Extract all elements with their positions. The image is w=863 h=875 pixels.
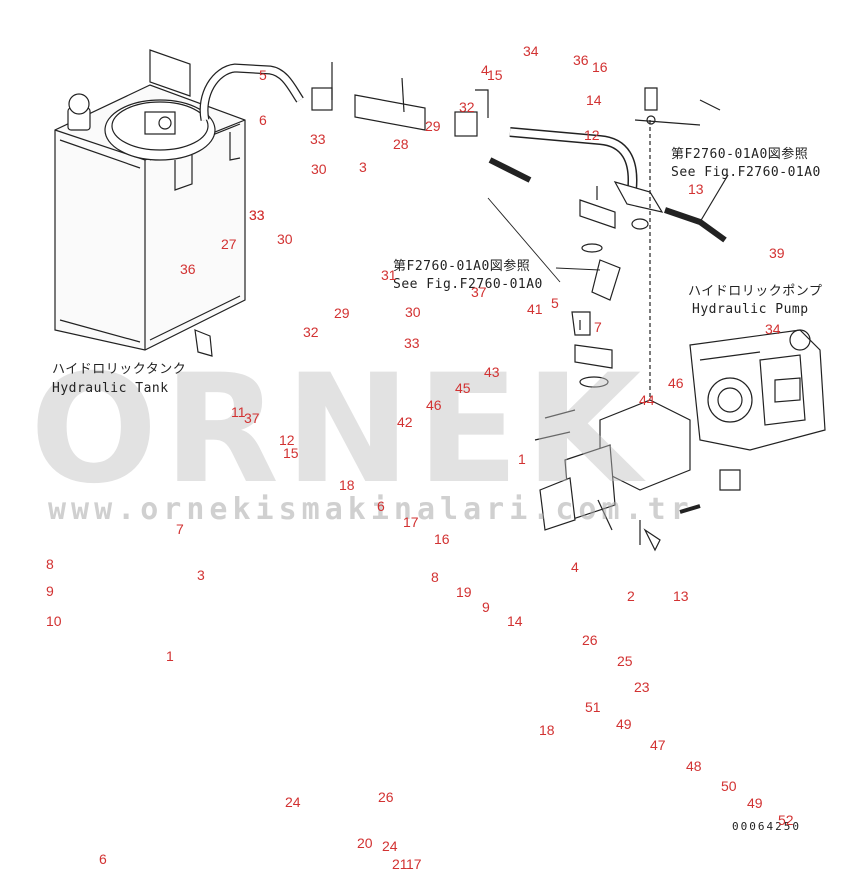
- callout-label: 28: [393, 136, 409, 152]
- callout-label: 2: [627, 588, 635, 604]
- callout-label: 8: [46, 556, 54, 572]
- callout-label: 15: [283, 445, 299, 461]
- callout-label: 42: [397, 414, 413, 430]
- callout-label: 51: [585, 699, 601, 715]
- callout-label: 23: [634, 679, 650, 695]
- callout-label: 19: [456, 584, 472, 600]
- callout-label: 33: [249, 207, 265, 223]
- reference-note-2-en: See Fig.F2760-01A0: [393, 277, 543, 292]
- callout-label: 14: [586, 92, 602, 108]
- pressure-pipe-drawing: [487, 87, 729, 400]
- callout-label: 26: [378, 789, 394, 805]
- callout-label: 46: [426, 397, 442, 413]
- callout-label: 21: [392, 856, 408, 872]
- callout-label: 27: [221, 236, 237, 252]
- callout-label: 36: [573, 52, 589, 68]
- callout-label: 47: [650, 737, 666, 753]
- callout-label: 52: [778, 812, 794, 828]
- callout-label: 26: [582, 632, 598, 648]
- callout-label: 49: [747, 795, 763, 811]
- callout-label: 34: [765, 321, 781, 337]
- callout-label: 4: [481, 62, 489, 78]
- callout-label: 13: [688, 181, 704, 197]
- tank-label-en: Hydraulic Tank: [52, 381, 169, 396]
- callout-label: 49: [616, 716, 632, 732]
- callout-label: 15: [487, 67, 503, 83]
- hydraulic-pump-drawing: [689, 329, 826, 451]
- callout-label: 7: [594, 319, 602, 335]
- callout-label: 44: [639, 392, 655, 408]
- callout-label: 4: [571, 559, 579, 575]
- callout-label: 17: [403, 514, 419, 530]
- callout-label: 30: [277, 231, 293, 247]
- callout-label: 6: [377, 498, 385, 514]
- callout-label: 6: [259, 112, 267, 128]
- callout-label: 5: [551, 295, 559, 311]
- callout-label: 50: [721, 778, 737, 794]
- callout-label: 25: [617, 653, 633, 669]
- callout-label: 9: [46, 583, 54, 599]
- callout-label: 33: [310, 131, 326, 147]
- callout-label: 37: [244, 410, 260, 426]
- callout-label: 6: [99, 851, 107, 867]
- callout-label: 31: [381, 267, 397, 283]
- callout-label: 29: [334, 305, 350, 321]
- pump-label-en: Hydraulic Pump: [692, 302, 809, 317]
- callout-label: 1: [518, 451, 526, 467]
- reference-note-1-en: See Fig.F2760-01A0: [671, 165, 821, 180]
- watermark-brand: ORNEK: [30, 343, 648, 517]
- callout-label: 30: [405, 304, 421, 320]
- callout-label: 37: [471, 284, 487, 300]
- pump-assembly-drawing: [534, 311, 741, 552]
- callout-label: 45: [455, 380, 471, 396]
- callout-label: 18: [539, 722, 555, 738]
- callout-label: 36: [180, 261, 196, 277]
- callout-label: 24: [382, 838, 398, 854]
- callout-label: 8: [431, 569, 439, 585]
- callout-label: 32: [303, 324, 319, 340]
- callout-label: 32: [459, 99, 475, 115]
- callout-label: 39: [769, 245, 785, 261]
- pump-label-jp: ハイドロリックポンプ: [688, 284, 823, 299]
- callout-label: 48: [686, 758, 702, 774]
- callout-label: 3: [197, 567, 205, 583]
- callout-label: 9: [482, 599, 490, 615]
- callout-label: 30: [311, 161, 327, 177]
- callout-label: 46: [668, 375, 684, 391]
- suction-hose-drawing: [199, 62, 489, 137]
- callout-label: 33: [404, 335, 420, 351]
- callout-label: 14: [507, 613, 523, 629]
- callout-label: 20: [357, 835, 373, 851]
- tank-label-jp: ハイドロリックタンク: [52, 362, 187, 377]
- callout-label: 24: [285, 794, 301, 810]
- callout-label: 16: [592, 59, 608, 75]
- callout-label: 7: [176, 521, 184, 537]
- callout-label: 41: [527, 301, 543, 317]
- callout-label: 29: [425, 118, 441, 134]
- callout-label: 33: [249, 207, 265, 223]
- callout-label: 16: [434, 531, 450, 547]
- callout-label: 13: [673, 588, 689, 604]
- callout-label: 11: [231, 404, 246, 420]
- callout-label: 12: [584, 127, 600, 143]
- hydraulic-tank-drawing: [54, 49, 246, 357]
- callout-label: 18: [339, 477, 355, 493]
- callout-label: 3: [359, 159, 367, 175]
- callout-label: 34: [523, 43, 539, 59]
- watermark-url: www.ornekismakinalari.com.tr: [48, 492, 694, 527]
- callout-label: 43: [484, 364, 500, 380]
- callout-label: 12: [279, 432, 295, 448]
- reference-note-2-jp: 第F2760-01A0図参照: [393, 259, 531, 274]
- reference-note-1-jp: 第F2760-01A0図参照: [671, 147, 809, 162]
- callout-label: 17: [406, 856, 422, 872]
- document-number: 00064250: [732, 820, 801, 833]
- callout-label: 1: [166, 648, 174, 664]
- callout-label: 5: [259, 67, 267, 83]
- callout-label: 10: [46, 613, 62, 629]
